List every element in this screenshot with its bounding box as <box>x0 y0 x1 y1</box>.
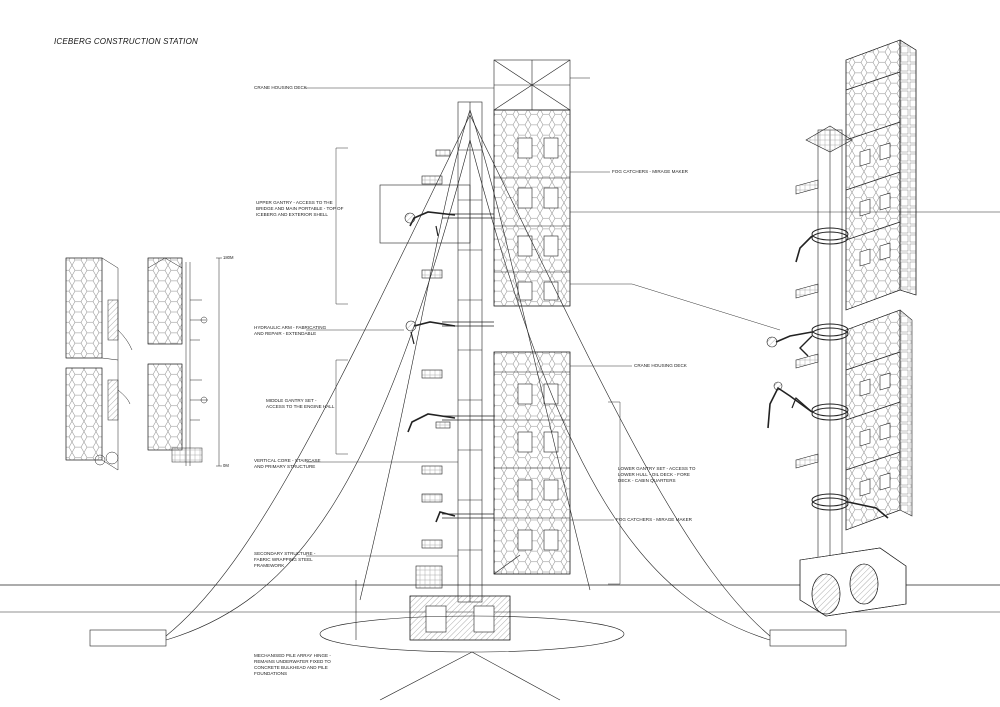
label-vertical-core: VERTICAL CORE - STAIRCASE AND PRIMARY ST… <box>254 458 321 469</box>
label-pile-base: MECHANISED PILE ARRAY HINGE - REMAINS UN… <box>254 653 331 676</box>
label-lower-gantry: LOWER GANTRY SET - ACCESS TO LOWER HULL … <box>618 466 696 483</box>
scale-bottom-label: 0m <box>223 463 229 468</box>
small-elevation-left <box>65 257 222 471</box>
label-secondary-structure: SECONDARY STRUCTURE - FABRIC WRAPPING ST… <box>254 551 316 568</box>
label-crane-deck-mid: CRANE HOUSING DECK <box>634 363 687 368</box>
scale-top-label: 180m <box>223 255 234 260</box>
label-fog-catchers-bottom: FOG CATCHERS - MIRAGE MAKER <box>616 517 692 522</box>
central-elevation <box>89 59 847 701</box>
label-crane-deck-top: CRANE HOUSING DECK <box>254 85 307 90</box>
label-fog-catchers-top: FOG CATCHERS - MIRAGE MAKER <box>612 169 688 174</box>
label-hydraulic-arm: HYDRAULIC ARM - FABRICATING AND REPAIR -… <box>254 325 327 336</box>
perspective-right <box>766 39 1000 617</box>
sheet-title: ICEBERG CONSTRUCTION STATION <box>54 37 198 46</box>
label-upper-gantry: UPPER GANTRY - ACCESS TO THE BRIDGE AND … <box>256 200 344 217</box>
leader-lines <box>305 87 900 585</box>
label-middle-gantry: MIDDLE GANTRY SET - ACCESS TO THE ENGINE… <box>266 398 335 409</box>
